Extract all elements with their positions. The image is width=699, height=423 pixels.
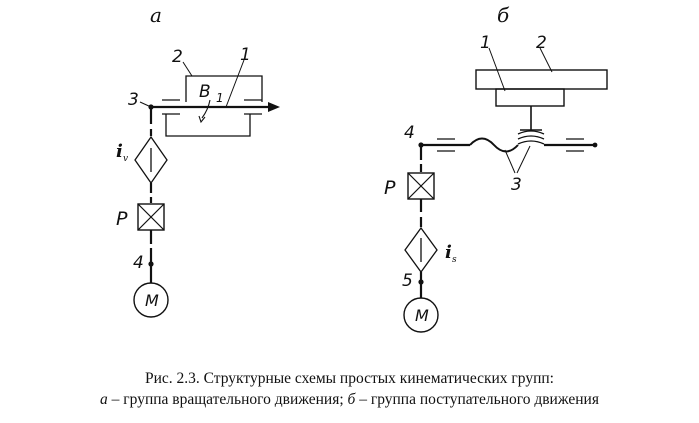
panel-b: б (384, 3, 608, 333)
screw-end (592, 142, 598, 148)
caption-b-letter: б (347, 391, 356, 408)
panel-a-letter: а (150, 3, 162, 27)
spindle-housing (185, 75, 263, 102)
motor-symbol (133, 282, 169, 318)
caption-line-1: Рис. 2.3. Структурные схемы простых кине… (0, 370, 699, 388)
label-a-m: M (145, 291, 159, 310)
caption-title: Рис. 2.3. Структурные схемы простых кине… (144, 370, 554, 387)
motor-symbol-b (403, 297, 439, 333)
label-b-5: 5 (402, 271, 413, 291)
caption-line-2: а – группа вращательного движения; б – г… (0, 391, 699, 409)
panel-b-letter: б (497, 3, 510, 27)
label-a-b1: B (199, 82, 211, 102)
label-b-4: 4 (404, 123, 415, 143)
label-b-is: i (445, 242, 452, 263)
label-b-3: 3 (511, 175, 522, 195)
label-b-p: P (384, 177, 396, 199)
label-b-is-sub: s (452, 255, 457, 265)
label-a-4: 4 (133, 253, 144, 273)
carriage-block (495, 88, 565, 107)
label-a-2: 2 (172, 47, 183, 67)
shaft-arrow (268, 102, 280, 112)
label-b-1: 1 (480, 33, 491, 53)
spindle-housing-bottom (165, 114, 251, 137)
label-a-3: 3 (128, 90, 139, 110)
table-block (475, 69, 608, 90)
label-a-iv: i (116, 141, 123, 162)
label-b-2: 2 (536, 33, 547, 53)
caption-a-letter: а (100, 391, 108, 408)
label-a-1: 1 (240, 45, 251, 65)
label-a-p: P (116, 208, 128, 230)
label-a-iv-sub: v (123, 154, 128, 164)
label-a-b1-sub: 1 (216, 91, 224, 105)
caption-a-text: – группа вращательного движения; (107, 391, 348, 408)
label-b-m: M (415, 306, 429, 325)
rotation-arrow (201, 99, 211, 119)
panel-a: а 2 (116, 3, 280, 318)
caption-b-text: – группа поступательного движения (355, 391, 599, 408)
